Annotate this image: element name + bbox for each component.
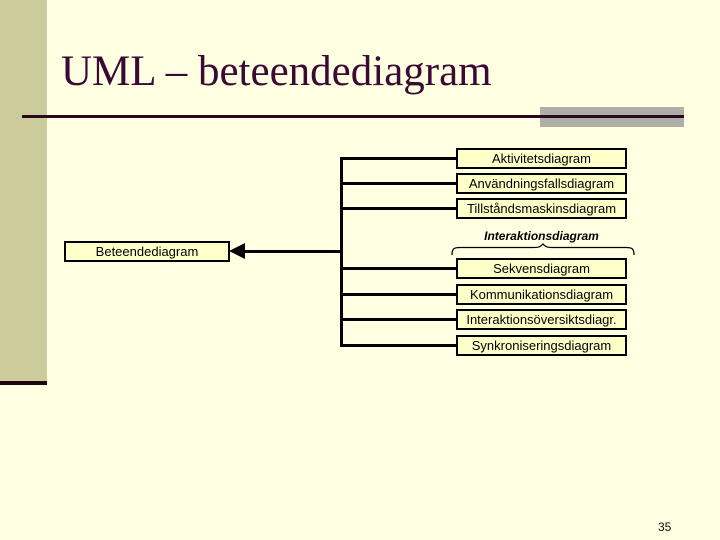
connector-branch-kommunikationsdiagram bbox=[340, 293, 457, 296]
box-aktivitetsdiagram-label: Aktivitetsdiagram bbox=[492, 151, 591, 166]
arrowhead-left-icon bbox=[229, 243, 245, 259]
connector-branch-aktivitetsdiagram bbox=[340, 157, 457, 160]
box-interaktionsoversiktsdiagram: Interaktionsöversiktsdiagr. bbox=[456, 309, 627, 330]
box-synkroniseringsdiagram-label: Synkroniseringsdiagram bbox=[471, 338, 612, 353]
box-kommunikationsdiagram-label: Kommunikationsdiagram bbox=[469, 287, 614, 302]
box-synkroniseringsdiagram: Synkroniseringsdiagram bbox=[456, 335, 627, 356]
box-aktivitetsdiagram: Aktivitetsdiagram bbox=[456, 148, 627, 169]
overbrace-icon bbox=[451, 243, 635, 256]
slide-title: UML – beteendediagram bbox=[61, 48, 492, 95]
connector-arrow-line bbox=[244, 250, 343, 253]
box-sekvensdiagram: Sekvensdiagram bbox=[456, 258, 627, 279]
title-rule bbox=[22, 115, 684, 118]
box-beteendediagram: Beteendediagram bbox=[64, 241, 230, 262]
box-tillstandsmaskinsdiagram: Tillståndsmaskinsdiagram bbox=[456, 198, 627, 219]
connector-branch-tillstandsmaskinsdiagram bbox=[340, 207, 457, 210]
box-kommunikationsdiagram: Kommunikationsdiagram bbox=[456, 284, 627, 305]
sidebar-strip-underline bbox=[0, 381, 47, 385]
box-anvandningsfallsdiagram-label: Användningsfallsdiagram bbox=[468, 176, 615, 191]
connector-branch-sekvensdiagram bbox=[340, 267, 457, 270]
group-label-interaktionsdiagram: Interaktionsdiagram bbox=[484, 229, 599, 243]
connector-branch-interaktionsoversiktsdiagram bbox=[340, 318, 457, 321]
box-anvandningsfallsdiagram: Användningsfallsdiagram bbox=[456, 173, 627, 194]
box-beteendediagram-label: Beteendediagram bbox=[95, 244, 199, 259]
box-sekvensdiagram-label: Sekvensdiagram bbox=[493, 261, 590, 276]
sidebar-strip bbox=[0, 0, 47, 381]
connector-branch-synkroniseringsdiagram bbox=[340, 344, 457, 347]
page-number: 35 bbox=[658, 520, 672, 534]
box-tillstandsmaskinsdiagram-label: Tillståndsmaskinsdiagram bbox=[466, 201, 617, 216]
connector-branch-anvandningsfallsdiagram bbox=[340, 182, 457, 185]
box-interaktionsoversiktsdiagram-label: Interaktionsöversiktsdiagr. bbox=[466, 312, 617, 327]
